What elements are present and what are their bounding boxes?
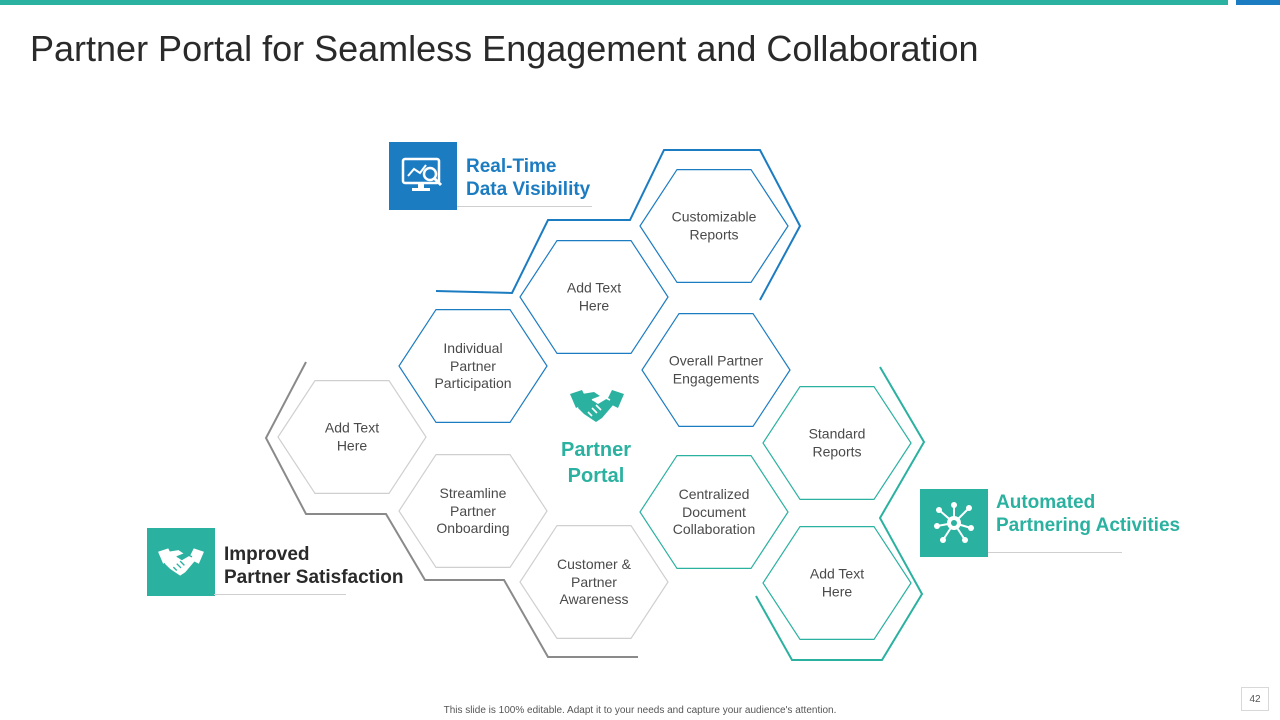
gray-bracket-outline — [264, 361, 638, 658]
center-label: Partner Portal — [536, 437, 656, 489]
hex-label-line: Participation — [434, 374, 512, 391]
hex-add-text-left — [277, 380, 427, 494]
hex-label-line: Onboarding — [436, 519, 510, 536]
realtime-callout: Real-Time Data Visibility — [466, 155, 590, 201]
automated-icon-box — [920, 489, 988, 557]
automated-underline — [988, 552, 1122, 553]
hex-label-line: Individual — [443, 339, 503, 356]
hex-label-line: Here — [821, 583, 853, 599]
handshake-icon — [570, 390, 624, 422]
improved-callout-line1: Improved — [224, 544, 310, 565]
hex-label-line: Add Text — [809, 565, 865, 582]
hex-label-line: Add Text — [566, 279, 622, 296]
center-label-line1: Partner — [560, 439, 632, 461]
hex-individual-partner-participation — [398, 309, 548, 423]
center-label-line2: Portal — [567, 465, 625, 487]
hex-label-line: Here — [336, 437, 368, 453]
hex-label-line: Here — [578, 297, 610, 313]
hex-label-line: Partner — [450, 357, 496, 374]
hex-label-line: Standard — [808, 425, 866, 442]
slide-title: Partner Portal for Seamless Engagement a… — [30, 28, 979, 69]
hex-customer-partner-awareness — [519, 524, 669, 640]
hex-add-text-top — [519, 240, 669, 354]
hex-streamline-partner-onboarding — [398, 454, 548, 569]
hex-customizable-reports — [639, 169, 789, 283]
hex-label-line: Overall Partner — [668, 352, 764, 369]
data-monitor-icon — [401, 157, 443, 191]
automated-callout-line1: Automated — [996, 492, 1096, 513]
hex-label-line: Awareness — [559, 590, 629, 607]
hex-label-line: Document — [682, 503, 746, 520]
blue-bracket-outline — [435, 149, 802, 301]
hex-label-line: Centralized — [678, 485, 750, 502]
automated-callout: Automated Partnering Activities — [996, 491, 1180, 537]
top-accent-bar-teal — [0, 0, 1228, 5]
improved-icon-box — [147, 528, 215, 596]
page-number: 42 — [1241, 687, 1269, 711]
hex-centralized-document-collaboration — [639, 455, 789, 570]
realtime-icon-box — [389, 142, 457, 210]
hex-label-line: Reports — [812, 443, 862, 459]
hex-label-line: Reports — [689, 226, 739, 242]
hex-label-line: Collaboration — [672, 520, 756, 537]
hex-label-line: Customizable — [671, 208, 757, 225]
realtime-callout-line1: Real-Time — [466, 156, 557, 177]
hex-overall-partner-engagements — [641, 313, 791, 427]
network-nodes-icon — [934, 502, 974, 543]
hex-standard-reports — [762, 386, 912, 500]
hex-label-line: Streamline — [439, 484, 507, 501]
realtime-callout-line2: Data Visibility — [466, 179, 591, 200]
teal-bracket-outline — [755, 366, 926, 661]
realtime-underline — [457, 206, 592, 207]
hex-label-line: Partner — [450, 502, 496, 519]
improved-callout-line2: Partner Satisfaction — [224, 567, 404, 588]
improved-underline — [214, 594, 346, 595]
footer-note: This slide is 100% editable. Adapt it to… — [443, 705, 837, 716]
handshake-icon — [158, 548, 204, 576]
hex-label-line: Customer & — [557, 555, 631, 572]
hex-add-text-bottom-right — [762, 525, 912, 641]
improved-callout: Improved Partner Satisfaction — [224, 543, 404, 589]
top-accent-bar-blue — [1236, 0, 1280, 5]
hex-label-line: Engagements — [672, 370, 760, 386]
hex-label-line: Add Text — [324, 419, 380, 436]
automated-callout-line2: Partnering Activities — [996, 515, 1181, 536]
hex-label-line: Partner — [571, 573, 617, 590]
